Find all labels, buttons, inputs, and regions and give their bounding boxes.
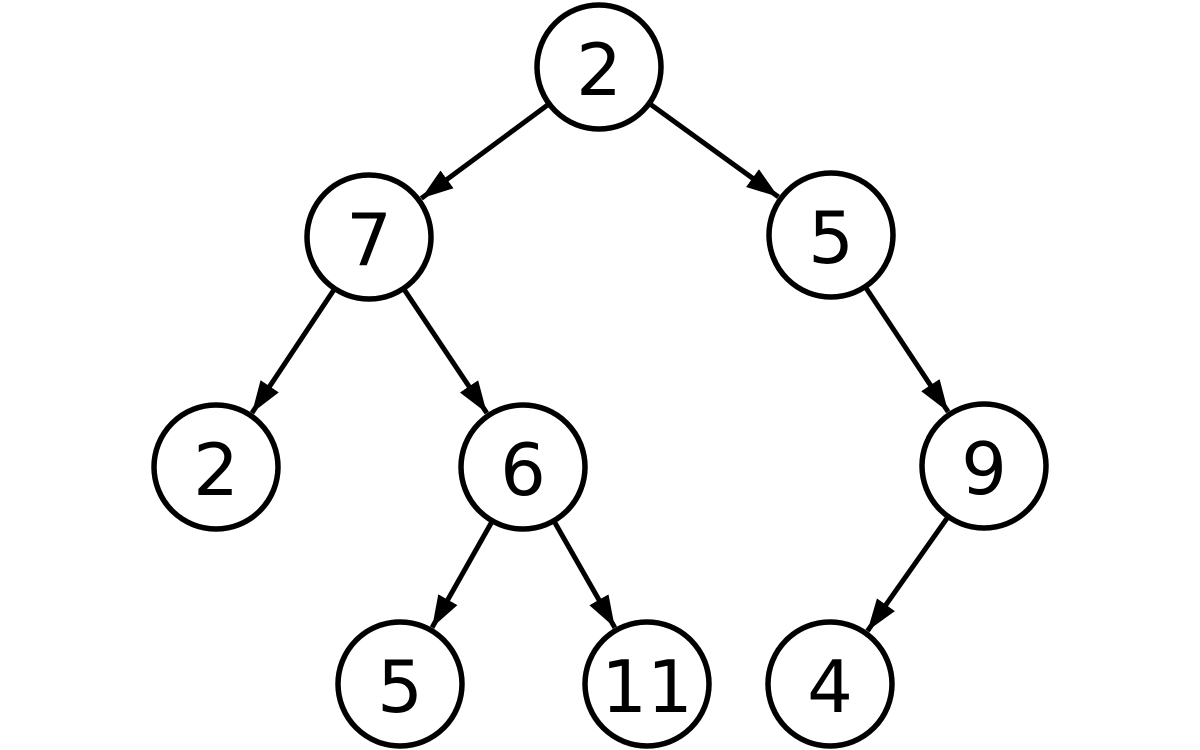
tree-node-circle <box>304 172 434 302</box>
tree-node-circle <box>151 402 281 532</box>
tree-node: 5 <box>335 619 465 749</box>
tree-edge-arrow <box>551 519 617 629</box>
tree-node-label: 5 <box>808 196 854 280</box>
tree-edge-arrow <box>429 519 495 629</box>
tree-node-label: 11 <box>601 645 693 729</box>
tree-node: 7 <box>304 172 434 302</box>
tree-node: 6 <box>458 402 588 532</box>
tree-node-circle <box>919 401 1049 531</box>
tree-nodes: 2 7 5 2 6 9 5 11 4 <box>151 2 1049 749</box>
tree-edge-arrow <box>865 515 951 633</box>
tree-node: 4 <box>765 619 895 749</box>
tree-node-circle <box>582 619 712 749</box>
tree-edge-arrow <box>419 101 551 201</box>
tree-node-label: 4 <box>807 645 853 729</box>
tree-node-circle <box>766 170 896 300</box>
tree-node: 9 <box>919 401 1049 531</box>
tree-edge-arrow <box>401 287 489 415</box>
tree-node-label: 2 <box>193 428 239 512</box>
tree-node-label: 2 <box>576 28 622 112</box>
tree-node: 2 <box>534 2 664 132</box>
tree-node-circle <box>335 619 465 749</box>
tree-edge-arrow <box>863 285 951 414</box>
tree-node-circle <box>534 2 664 132</box>
tree-node-circle <box>765 619 895 749</box>
tree-node-label: 5 <box>377 645 423 729</box>
tree-edges <box>249 101 951 633</box>
tree-node: 2 <box>151 402 281 532</box>
tree-node-label: 9 <box>961 427 1007 511</box>
tree-node-circle <box>458 402 588 532</box>
tree-node-label: 6 <box>500 428 546 512</box>
tree-node-label: 7 <box>346 198 392 282</box>
tree-edge-arrow <box>249 287 337 415</box>
tree-node: 11 <box>582 619 712 749</box>
tree-edge-arrow <box>647 101 780 199</box>
tree-node: 5 <box>766 170 896 300</box>
